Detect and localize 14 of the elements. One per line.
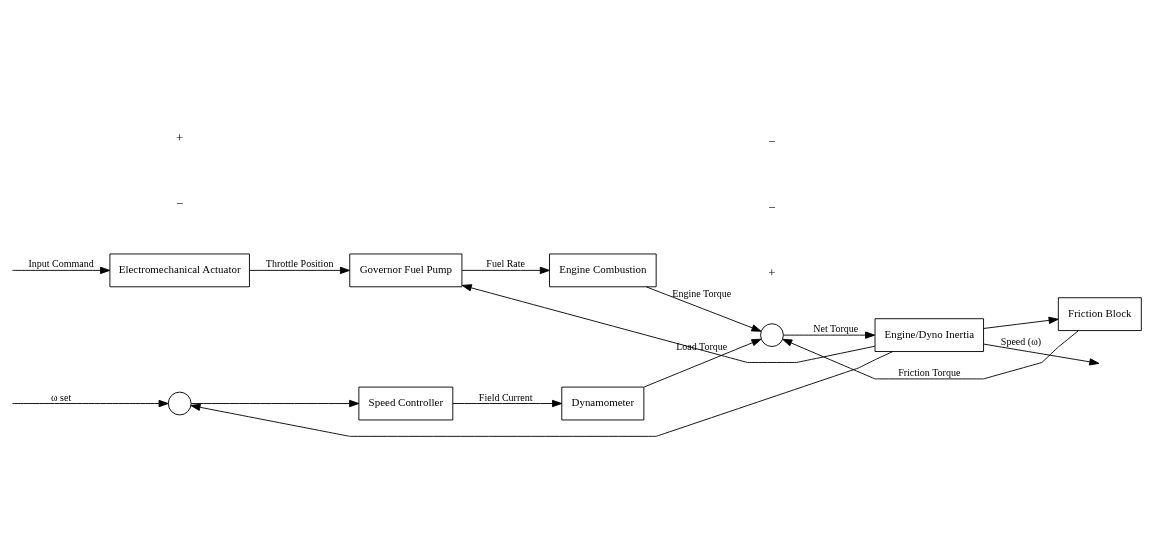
label: − <box>768 200 776 215</box>
edge-label: Friction Torque <box>898 366 961 378</box>
edge-label: Fuel Rate <box>486 258 526 270</box>
label: + <box>768 266 776 281</box>
edge-label: Engine Torque <box>672 287 732 299</box>
edge-label: Field Current <box>478 391 533 403</box>
edge-label: Throttle Position <box>265 258 334 270</box>
edge-label: Input Command <box>28 258 94 270</box>
edge-label: Net Torque <box>813 323 859 335</box>
label: − <box>768 135 776 150</box>
label: + <box>176 131 184 146</box>
label: − <box>176 197 184 212</box>
edge-label: Speed (ω) <box>1000 335 1042 347</box>
edge-label: ω set <box>51 391 72 403</box>
